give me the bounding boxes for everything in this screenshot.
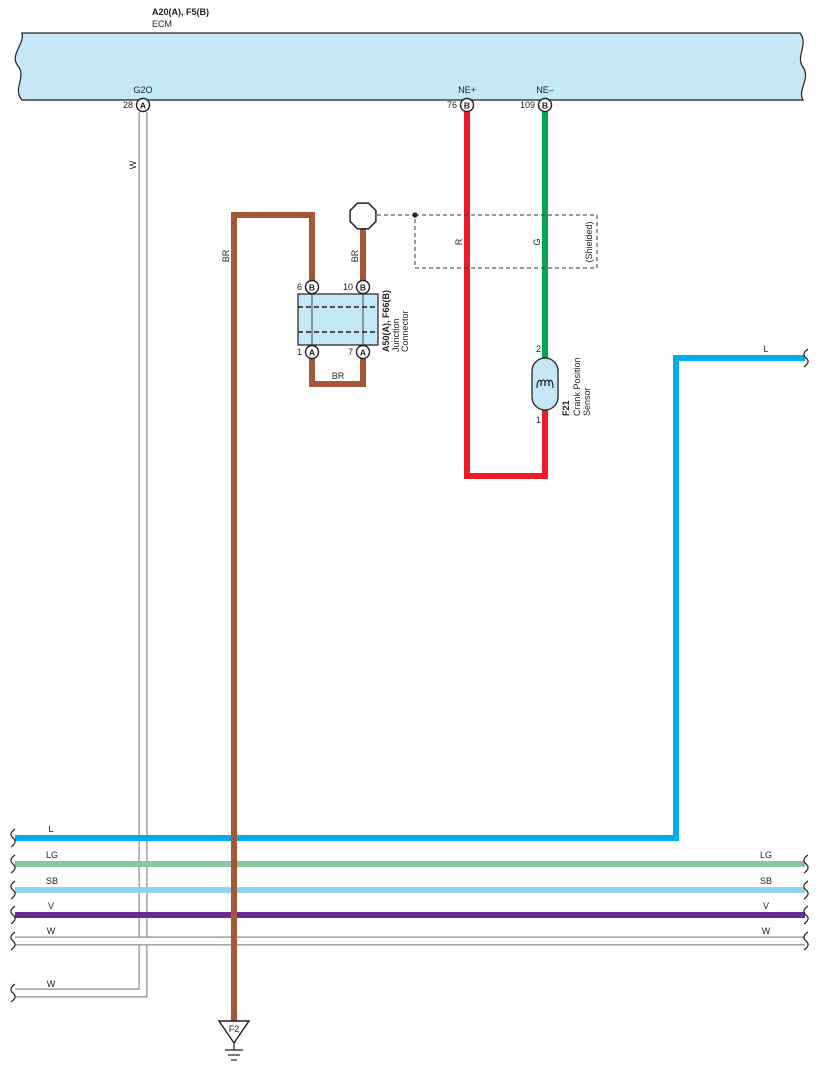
junction-name-line1: Junction [391, 318, 401, 352]
bus-label-lg-left: LG [46, 850, 58, 860]
ecm-pin-g2o-signal: G2O [133, 85, 152, 95]
ecm-pin-ne-minus-signal: NE– [536, 85, 554, 95]
junction-pin-10-number: 10 [343, 282, 353, 292]
shield-dashed-box [414, 214, 598, 269]
shield-ground-octagon [349, 202, 377, 230]
ecm-connector-label: A20(A), F5(B) [152, 7, 209, 17]
sensor-connector-label: F21 [561, 400, 571, 416]
ground-icon [225, 1043, 243, 1061]
wire-label-g: G [532, 238, 542, 245]
ecm-pin-ne-minus-conn: B [542, 101, 548, 111]
junction-pin-7-conn: A [360, 348, 366, 358]
wire-label-br-shield: BR [350, 249, 360, 262]
wire-w-g2o [15, 112, 148, 998]
bus-label-sb-right: SB [760, 876, 772, 886]
junction-pin-6-number: 6 [297, 282, 302, 292]
ecm-pin-ne-plus-signal: NE+ [458, 85, 476, 95]
wire-break-marks [10, 348, 809, 1003]
sensor-name-line2: Sensor [582, 387, 592, 416]
bus-label-sb-left: SB [46, 876, 58, 886]
junction-pin-7: A [355, 344, 371, 360]
junction-pin-1: A [304, 344, 320, 360]
ecm-pin-g2o-conn: A [140, 101, 146, 111]
junction-pin-6: B [304, 279, 320, 295]
junction-name-line2: Connector [400, 310, 410, 352]
bus-label-v-right: V [763, 901, 769, 911]
junction-pin-6-conn: B [309, 283, 315, 293]
junction-pin-10-conn: B [360, 283, 366, 293]
ecm-pin-ne-plus-conn: B [464, 101, 470, 111]
bus-label-l-right: L [763, 344, 768, 354]
bus-label-lg-right: LG [760, 850, 772, 860]
junction-pin-1-conn: A [309, 348, 315, 358]
bus-label-w-left: W [47, 926, 56, 936]
junction-connector-box [297, 293, 379, 346]
junction-pin-7-number: 7 [348, 347, 353, 357]
sensor-name-line1: Crank Position [572, 357, 582, 416]
ecm-pin-ne-minus-number: 109 [520, 100, 535, 110]
wire-label-br-main: BR [221, 249, 231, 262]
junction-connector-label: A50(A), F66(B) [381, 290, 391, 352]
ecm-box [14, 32, 807, 101]
ecm-pin-ne-plus: B [459, 97, 475, 113]
junction-pin-10: B [355, 279, 371, 295]
wire-r-ne-plus [464, 112, 548, 479]
bus-label-v-left: V [48, 901, 54, 911]
wire-label-g2o: W [128, 160, 138, 169]
wire-label-br-loop: BR [332, 371, 345, 381]
ecm-pin-g2o-number: 28 [123, 100, 133, 110]
ecm-pin-ne-minus: B [537, 97, 553, 113]
junction-pin-1-number: 1 [297, 347, 302, 357]
ecm-name-label: ECM [152, 19, 172, 29]
coil-icon [536, 379, 554, 389]
ground-point-triangle [217, 1020, 251, 1045]
wire-br-loop [309, 358, 366, 387]
shield-label: (Shielded) [584, 221, 594, 262]
bus-label-w-bottom: W [47, 979, 56, 989]
ecm-pin-ne-plus-number: 76 [447, 100, 457, 110]
ground-label: F2 [229, 1024, 240, 1034]
bus-wire-l [15, 355, 805, 841]
bus-label-w-right: W [762, 926, 771, 936]
wire-label-r: R [454, 238, 464, 245]
wire-br-main [231, 212, 315, 1021]
sensor-pin-top: 2 [536, 344, 541, 354]
sensor-pin-bottom: 1 [536, 415, 541, 425]
ecm-pin-g2o: A [135, 97, 151, 113]
bus-label-l-left: L [48, 824, 53, 834]
